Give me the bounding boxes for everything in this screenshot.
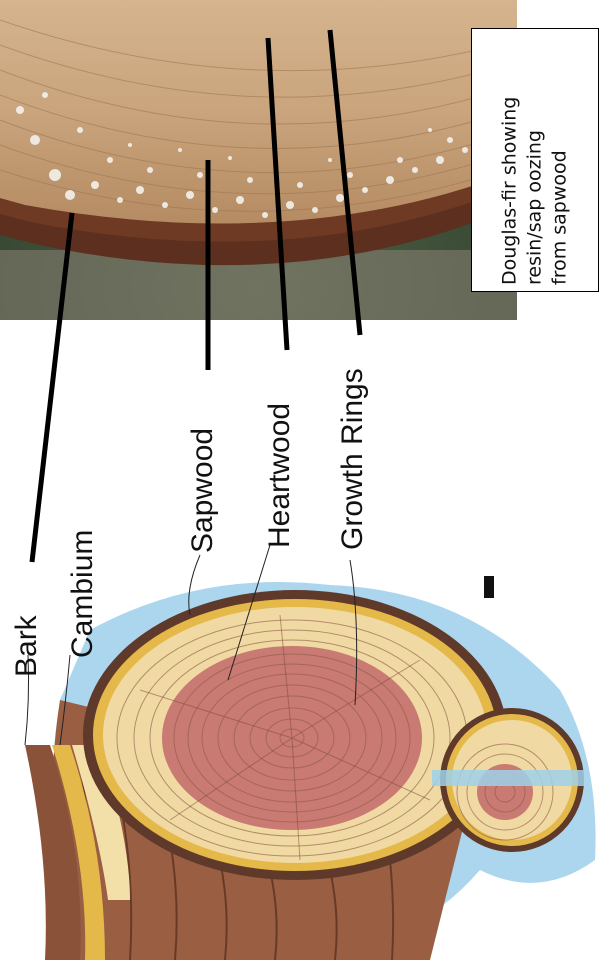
- stray-mark: [484, 576, 494, 598]
- caption-line-1: Douglas-fir showing: [498, 35, 523, 285]
- label-cambium: Cambium: [66, 530, 100, 658]
- label-growth-rings: Growth Rings: [336, 368, 370, 550]
- branch-cut-slot: [432, 770, 584, 786]
- photo-caption: Douglas-fir showing resin/sap oozing fro…: [498, 35, 573, 285]
- caption-line-2: resin/sap oozing: [523, 35, 548, 285]
- label-heartwood: Heartwood: [263, 403, 297, 548]
- label-bark: Bark: [10, 615, 44, 677]
- label-sapwood: Sapwood: [186, 428, 220, 553]
- caption-line-3: from sapwood: [548, 35, 573, 285]
- photo-caption-box: Douglas-fir showing resin/sap oozing fro…: [471, 28, 599, 292]
